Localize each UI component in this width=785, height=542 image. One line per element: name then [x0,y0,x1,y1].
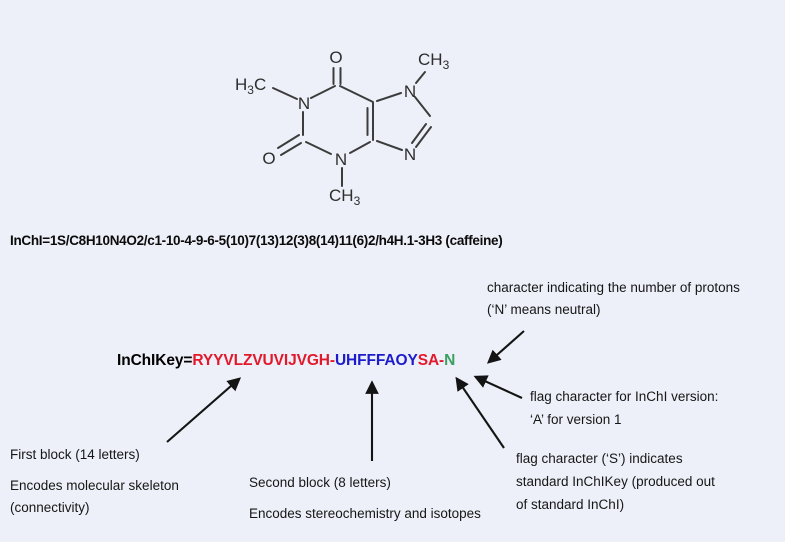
bond [376,92,402,102]
annotation-line: Encodes stereochemistry and isotopes [249,506,481,521]
annotation-line: (‘N’ means neutral) [487,302,601,317]
bond [305,141,332,155]
bond [277,134,300,149]
methyl-ch3-bottom: CH3 [329,186,361,208]
inchikey-second-block: UHFFFAOY [334,352,418,369]
annotation-standard-flag: flag character (‘S’) indicates standard … [516,447,715,516]
inchikey-flag-chars: SA [417,352,440,369]
arrow-protons [486,330,525,364]
bond [280,142,302,156]
inchi-string: InChI=1S/C8H10N4O2/c1-10-4-9-6-5(10)7(13… [10,233,503,248]
annotation-line: (connectivity) [10,500,90,515]
inchikey-first-block: RYYVLZVUVIJVGH [192,352,330,369]
atom-labels: O O N N N N H3C CH3 CH3 [235,48,450,208]
atom-n3: N [335,150,347,169]
annotation-line: of standard InChI) [516,497,625,512]
inchikey-hyphen-1: - [329,352,335,369]
bond [349,141,371,154]
bond [376,140,403,151]
annotation-second-block: Second block (8 letters) Encodes stereoc… [249,472,481,525]
atom-n7: N [404,82,416,101]
annotation-line: ‘A’ for version 1 [530,412,622,427]
bond [339,85,374,103]
inchikey-proton-char: N [444,352,456,369]
bond [272,87,298,100]
annotation-line: First block (14 letters) [10,447,140,462]
arrow-version-flag [473,375,523,399]
bond [411,123,427,144]
atom-o-left: O [262,149,275,168]
annotation-protons: character indicating the number of proto… [487,277,740,321]
annotation-line: flag character (‘S’) indicates [516,451,683,466]
annotation-line: flag character for InChI version: [530,389,719,404]
methyl-ch3-top: CH3 [418,50,450,72]
bond [414,96,431,117]
caffeine-structure: O O N N N N H3C CH3 CH3 [235,48,450,208]
annotation-version-flag: flag character for InChI version: ‘A’ fo… [530,385,718,431]
annotation-line: Second block (8 letters) [249,475,391,490]
atom-n1: N [298,94,310,113]
annotation-first-block: First block (14 letters) Encodes molecul… [10,444,179,519]
bond [415,126,432,148]
annotation-line: Encodes molecular skeleton [10,478,179,493]
atom-n9: N [404,145,416,164]
inchikey-hyphen-2: - [439,352,445,369]
annotation-line: character indicating the number of proto… [487,280,740,295]
bond [415,71,426,84]
atom-o-top: O [329,48,342,67]
inchikey-prefix: InChIKey= [117,352,193,369]
methyl-h3c-left: H3C [235,75,266,97]
annotation-line: standard InChIKey (produced out [516,474,715,489]
bond [310,85,336,99]
bonds [272,67,432,187]
arrow-standard-flag [455,376,505,449]
arrow-first-block [166,377,242,443]
inchikey-string: InChIKey=RYYVLZVUVIJVGH-UHFFFAOYSA-N [117,352,455,370]
